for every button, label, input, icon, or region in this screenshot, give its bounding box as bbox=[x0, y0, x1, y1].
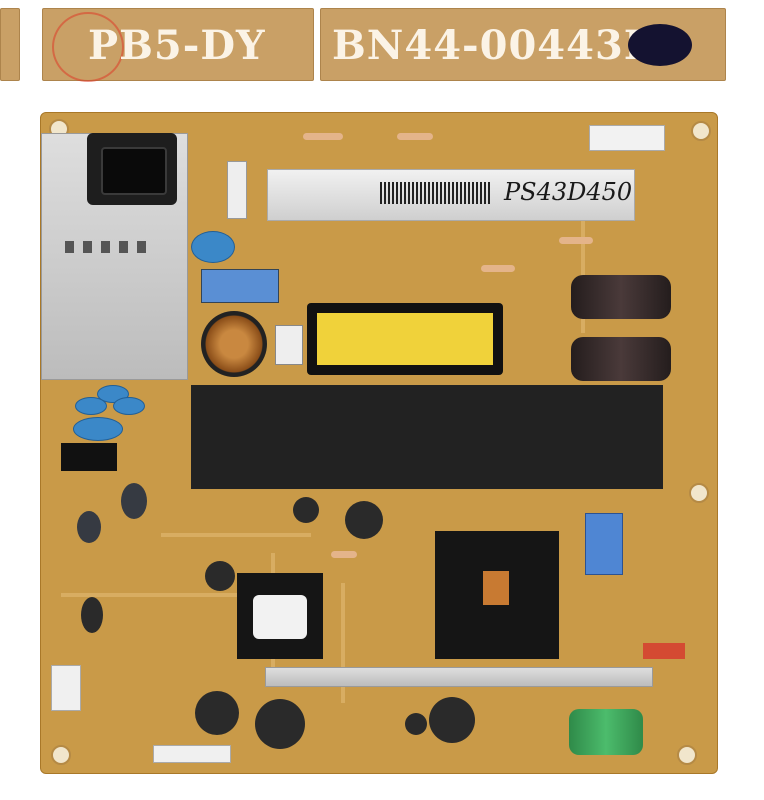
trace bbox=[161, 533, 311, 537]
barcode-strip: PS43D450 bbox=[267, 169, 635, 221]
resistor bbox=[481, 265, 515, 272]
electrolytic-capacitor bbox=[293, 497, 319, 523]
mounting-hole-icon bbox=[689, 483, 709, 503]
resistor bbox=[559, 237, 593, 244]
film-capacitor bbox=[585, 513, 623, 575]
blue-capacitor bbox=[113, 397, 145, 415]
main-transformer bbox=[307, 303, 503, 375]
ink-blot bbox=[628, 24, 692, 66]
power-inlet-socket bbox=[101, 147, 167, 195]
standby-transformer-core bbox=[253, 595, 307, 639]
handwritten-label: PS43D450 bbox=[504, 178, 633, 206]
blue-capacitor bbox=[191, 231, 235, 263]
power-inlet-icon bbox=[87, 133, 177, 205]
blue-relay bbox=[201, 269, 279, 303]
power-supply-board: PS43D450 bbox=[40, 112, 718, 774]
electrolytic-capacitor bbox=[255, 699, 305, 749]
barcode bbox=[380, 182, 492, 204]
transformer-core bbox=[317, 313, 493, 365]
mounting-hole-icon bbox=[51, 745, 71, 765]
trace bbox=[61, 593, 251, 597]
electrolytic-capacitor bbox=[345, 501, 383, 539]
secondary-transformer bbox=[435, 531, 559, 659]
heatsink bbox=[191, 385, 663, 489]
part-tag: BN44-00443B bbox=[320, 8, 726, 81]
mounting-hole-icon bbox=[691, 121, 711, 141]
blue-capacitor bbox=[75, 397, 107, 415]
electrolytic-capacitor bbox=[195, 691, 239, 735]
white-capacitor bbox=[275, 325, 303, 365]
secondary-transformer-coil bbox=[483, 571, 509, 605]
resistor bbox=[331, 551, 357, 558]
part-tag-text: BN44-00443B bbox=[332, 22, 659, 69]
electrolytic-capacitor bbox=[429, 697, 475, 743]
left-edge-tag bbox=[0, 8, 20, 81]
trace bbox=[341, 583, 345, 703]
bottom-connector bbox=[153, 745, 231, 763]
electrolytic-capacitor bbox=[205, 561, 235, 591]
regulator bbox=[61, 443, 117, 471]
toroidal-choke bbox=[201, 311, 267, 377]
standby-transformer bbox=[237, 573, 323, 659]
red-connector bbox=[643, 643, 685, 659]
model-tag: PB5-DY bbox=[42, 8, 314, 82]
electrolytic-capacitor bbox=[81, 597, 103, 633]
fuse bbox=[227, 161, 247, 219]
secondary-heatsink bbox=[265, 667, 653, 687]
trace bbox=[581, 173, 585, 333]
bulk-capacitor bbox=[571, 275, 671, 319]
resistor bbox=[397, 133, 433, 140]
model-tag-text: PB5-DY bbox=[88, 22, 266, 69]
electrolytic-capacitor bbox=[405, 713, 427, 735]
model-tag-stamp bbox=[52, 12, 124, 82]
ceramic-capacitor bbox=[77, 511, 101, 543]
bulk-capacitor bbox=[571, 337, 671, 381]
resistor bbox=[303, 133, 343, 140]
top-connector bbox=[589, 125, 665, 151]
mounting-hole-icon bbox=[677, 745, 697, 765]
inlet-shield-vent bbox=[65, 241, 151, 253]
blue-capacitor bbox=[73, 417, 123, 441]
bottom-connector bbox=[51, 665, 81, 711]
green-capacitor bbox=[569, 709, 643, 755]
ceramic-capacitor bbox=[121, 483, 147, 519]
